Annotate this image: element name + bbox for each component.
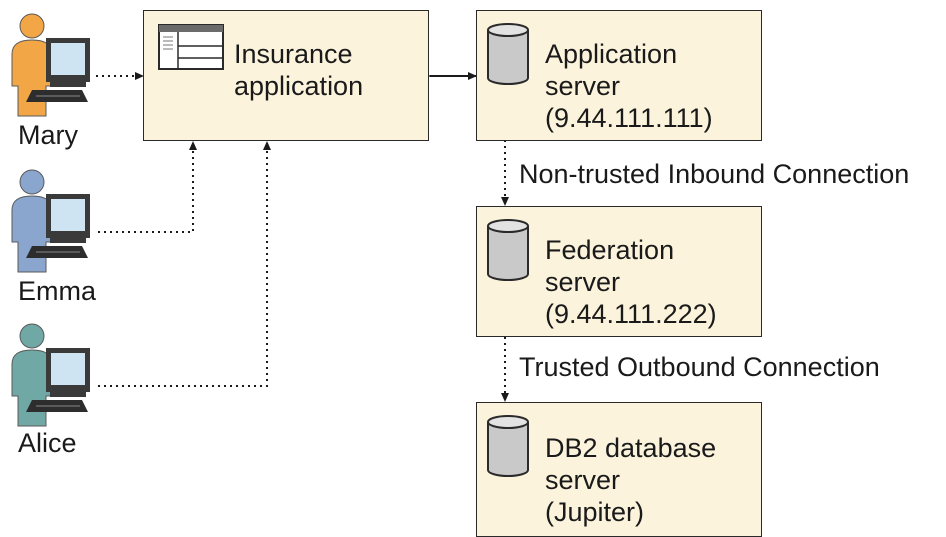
- db2-server-line1: DB2 database: [545, 433, 717, 463]
- federation-server-label: Federation server (9.44.111.222): [545, 234, 717, 330]
- application-server-line1: Application: [545, 39, 678, 69]
- alice-connection-line: [98, 141, 271, 387]
- application-server-line2: server: [545, 71, 621, 101]
- insurance-application-label: Insurance application: [234, 38, 363, 102]
- application-server-database-icon: [487, 23, 529, 85]
- user-label-alice: Alice: [18, 428, 77, 458]
- federation-server-ip: (9.44.111.222): [545, 299, 717, 329]
- emma-user-icon: [11, 169, 90, 273]
- federation-server-line1: Federation: [545, 235, 675, 265]
- non-trusted-connection-label: Non-trusted Inbound Connection: [519, 159, 910, 189]
- application-server-ip: (9.44.111.111): [545, 103, 713, 133]
- insurance-line1: Insurance: [234, 39, 353, 69]
- db2-server-line2: server: [545, 465, 621, 495]
- application-server-label: Application server (9.44.111.111): [545, 38, 713, 134]
- user-label-emma: Emma: [18, 276, 97, 306]
- federation-server-database-icon: [487, 219, 529, 281]
- db2-server-name: (Jupiter): [545, 497, 645, 527]
- db2-server-label: DB2 database server (Jupiter): [545, 432, 716, 528]
- application-window-icon: [158, 24, 224, 70]
- alice-user-icon: [11, 323, 90, 427]
- trusted-connection-label: Trusted Outbound Connection: [519, 352, 880, 382]
- user-label-mary: Mary: [18, 120, 78, 150]
- mary-user-icon: [11, 13, 90, 117]
- insurance-application-box[interactable]: [143, 10, 429, 141]
- federation-server-line2: server: [545, 267, 621, 297]
- emma-connection-line: [98, 141, 197, 233]
- db2-server-database-icon: [487, 415, 529, 477]
- insurance-line2: application: [234, 71, 364, 101]
